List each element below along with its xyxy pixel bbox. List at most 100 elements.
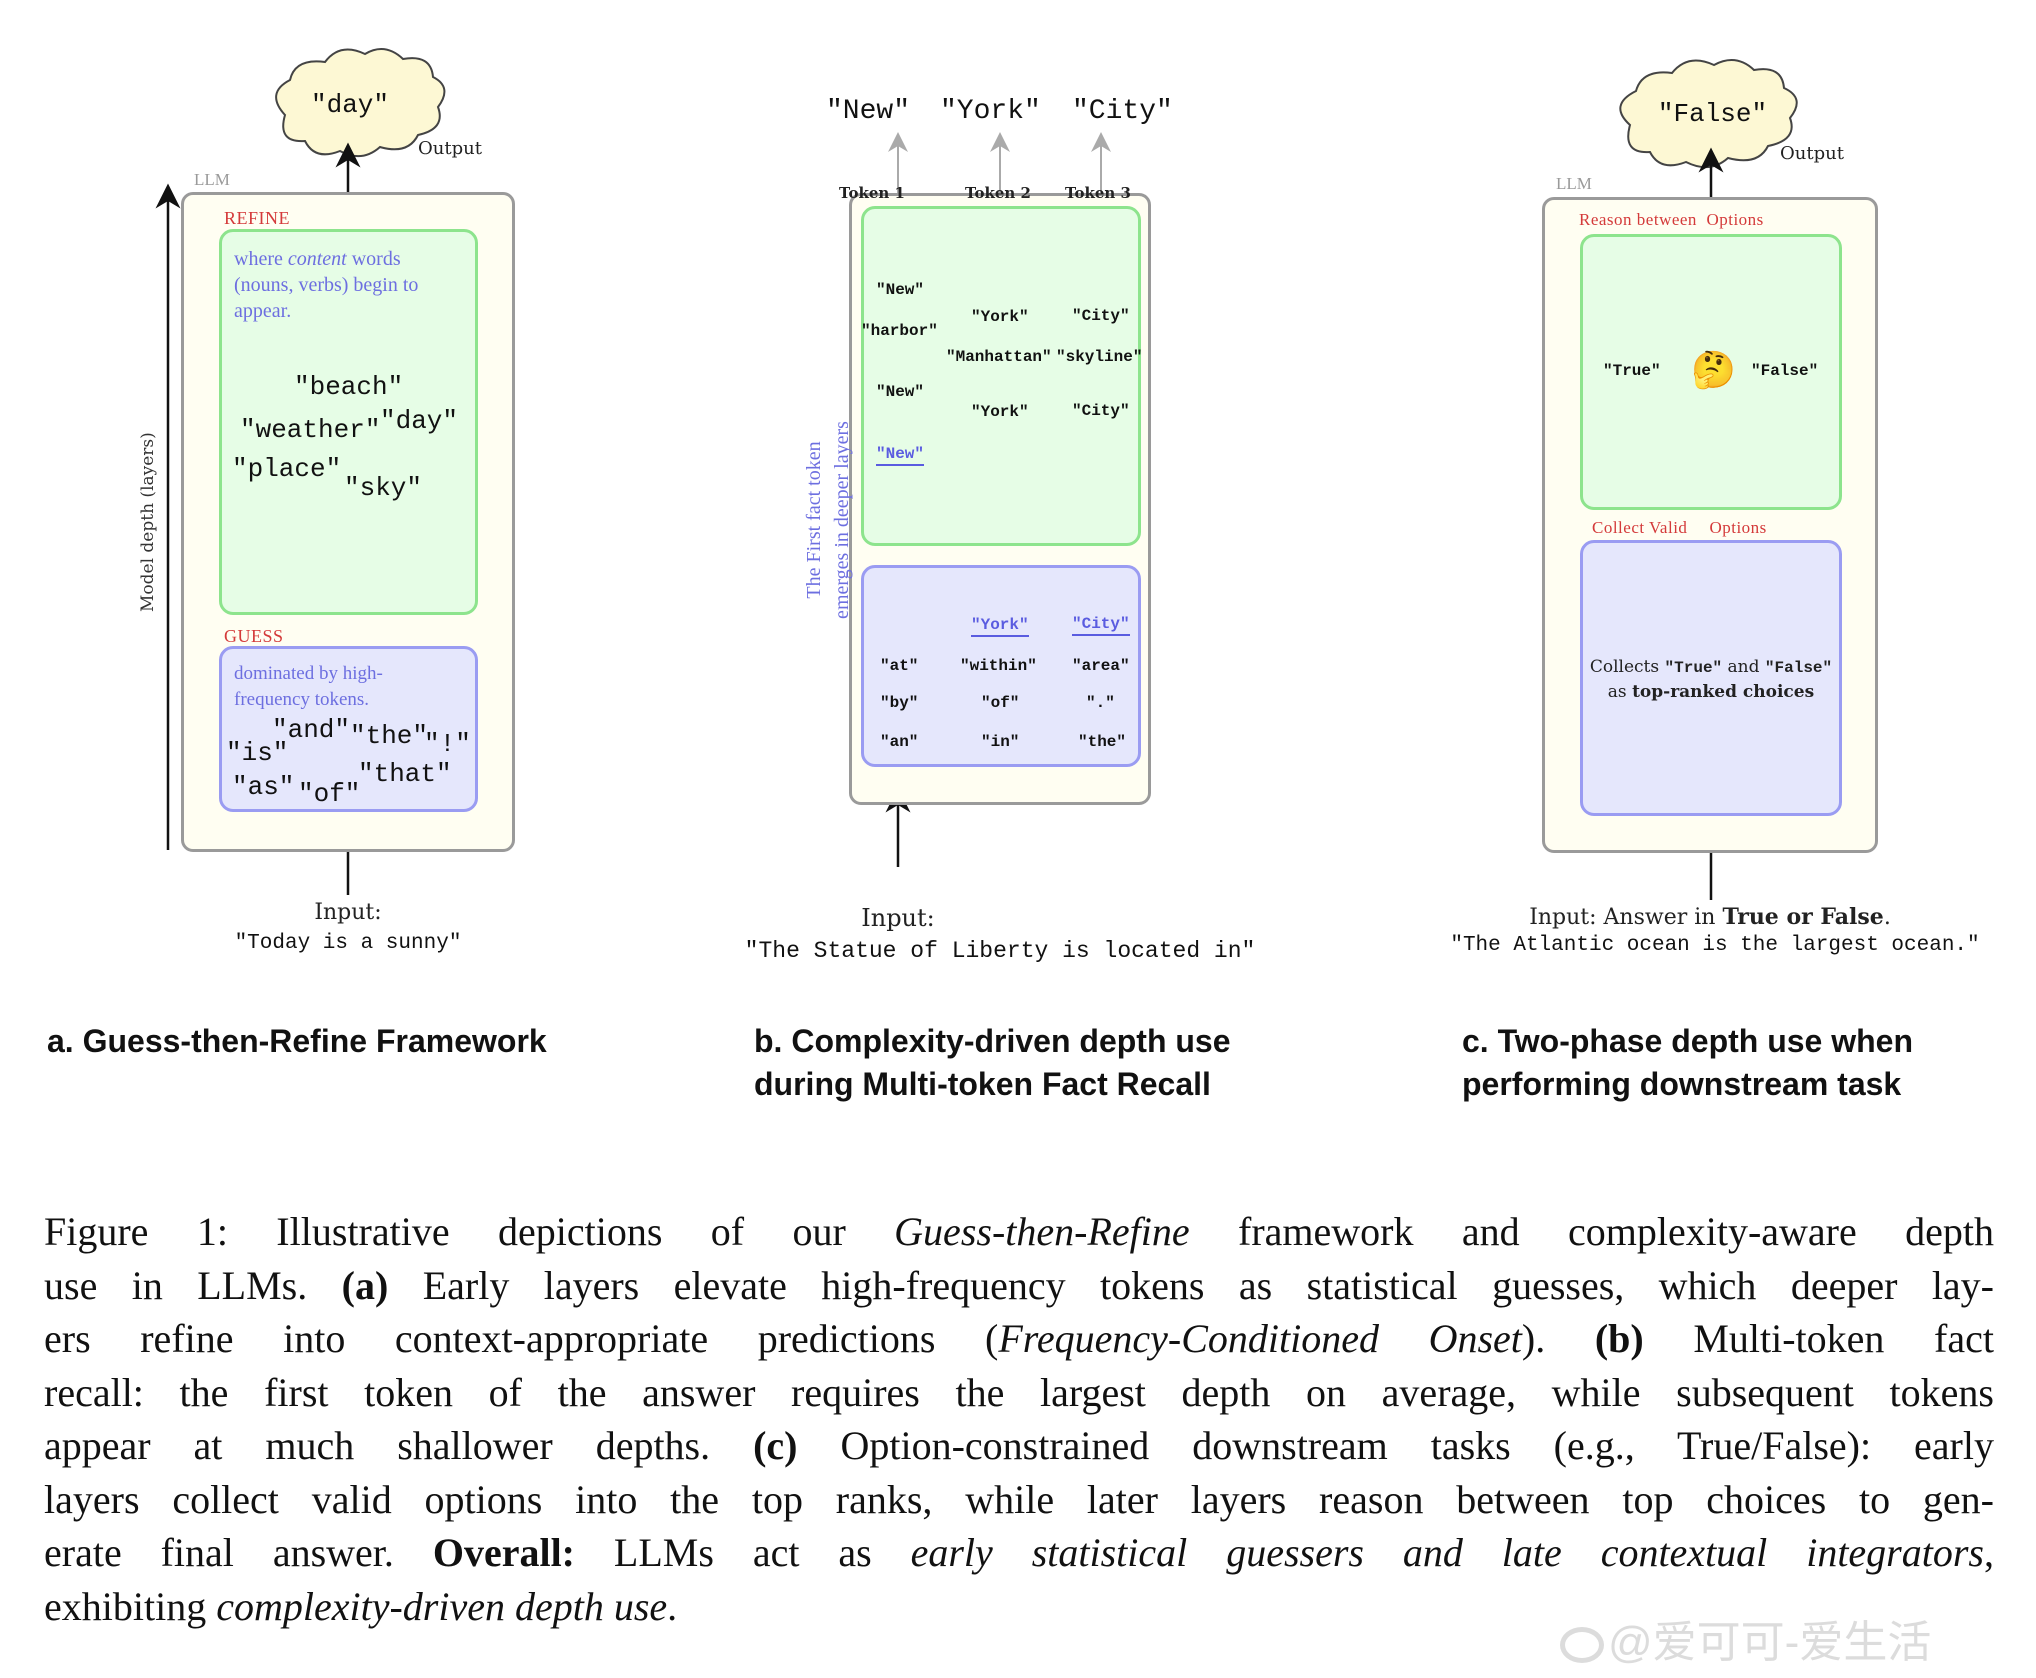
guess-token: "is": [226, 738, 289, 768]
green-region-b: [861, 206, 1141, 546]
weibo-icon: [1560, 1627, 1604, 1664]
guess-box: dominated by high-frequency tokens. "and…: [219, 646, 478, 812]
emergence-token-1: "New": [876, 445, 925, 466]
output-token-c: "False": [1657, 99, 1768, 129]
green-token: "skyline": [1056, 348, 1143, 366]
caption-emphasis: Guess-then-Refine: [894, 1209, 1190, 1254]
output-label-a: Output: [418, 138, 482, 159]
subcaption-c-line2: performing downstream task: [1462, 1066, 1902, 1102]
caption-emphasis: early statistical guessers and late cont…: [910, 1530, 1984, 1575]
output-token-a: "day": [310, 90, 389, 120]
blue-token: "the": [1078, 733, 1127, 751]
caption-line: ers refine into context-appropriate pred…: [44, 1312, 1994, 1366]
emergence-note: The First fact token emerges in deeper l…: [803, 421, 853, 619]
llm-label-a: LLM: [194, 170, 230, 189]
llm-label-c: LLM: [1556, 174, 1592, 193]
guess-token: "of": [298, 779, 361, 809]
caption-text: Option-constrained downstream tasks (e.g…: [797, 1423, 1994, 1468]
caption-line: erate final answer. Overall: LLMs act as…: [44, 1526, 1994, 1580]
subcaption-b-line2: during Multi-token Fact Recall: [754, 1066, 1211, 1102]
token-header: Token 1: [839, 184, 905, 202]
blue-token: "of": [981, 694, 1020, 712]
refine-note: where content words (nouns, verbs) begin…: [234, 248, 419, 322]
blue-token: "an": [880, 733, 919, 751]
subcaption-b-line1: b. Complexity-driven depth use: [754, 1023, 1231, 1059]
output-token-b: "New": [826, 96, 911, 127]
guess-note: dominated by high-frequency tokens.: [234, 663, 383, 710]
input-label-b: Input:: [861, 904, 935, 932]
caption-text: exhibiting: [44, 1583, 217, 1629]
caption-text: ).: [1521, 1316, 1595, 1361]
token-header: Token 2: [965, 184, 1031, 202]
thinking-emoji-icon: 🤔: [1691, 350, 1736, 390]
caption-line: Figure 1: Illustrative depictions of our…: [44, 1205, 1994, 1259]
guess-token: "as": [232, 772, 295, 802]
input-text-a: "Today is a sunny": [234, 932, 462, 955]
output-token-b: "York": [940, 96, 1041, 127]
caption-line: appear at much shallower depths. (c) Opt…: [44, 1419, 1994, 1473]
caption-text: .: [667, 1583, 678, 1629]
blue-region-b: [861, 565, 1141, 767]
caption-text: ,: [1984, 1530, 1994, 1575]
depth-axis-label: Model depth (layers): [138, 432, 158, 612]
watermark: @爱可可-爱生活: [1560, 1606, 1931, 1670]
output-label-c: Output: [1780, 143, 1844, 164]
guess-token: "!": [424, 729, 471, 759]
reason-label: Reason between Options: [1579, 210, 1764, 229]
green-token: "Manhattan": [946, 348, 1052, 366]
refine-token: "place": [232, 454, 342, 484]
blue-token: "by": [880, 694, 919, 712]
token-header: Token 3: [1065, 184, 1131, 202]
caption-text: appear at much shallower depths.: [44, 1423, 754, 1468]
caption-line: exhibiting complexity-driven depth use.: [44, 1580, 1994, 1634]
guess-token: "that": [358, 759, 452, 789]
collect-box: Collects "True" and "False" as top-ranke…: [1580, 540, 1842, 816]
blue-token: "in": [981, 733, 1020, 751]
refine-box: where content words (nouns, verbs) begin…: [219, 229, 478, 615]
caption-text: use in LLMs.: [44, 1262, 342, 1308]
green-token: "New": [876, 383, 925, 401]
refine-label: REFINE: [224, 208, 290, 228]
option-true: "True": [1603, 362, 1661, 380]
blue-token: "at": [880, 657, 919, 675]
caption-emphasis: Frequency-Conditioned Onset: [998, 1316, 1522, 1361]
green-token: "New": [876, 281, 925, 299]
emergence-token-3: "City": [1072, 615, 1130, 636]
guess-token: "and": [272, 715, 351, 745]
subcaption-a: a. Guess-then-Refine Framework: [47, 1023, 547, 1059]
green-token: "harbor": [861, 322, 938, 340]
caption-text: Early layers elevate high-frequency toke…: [388, 1262, 1995, 1308]
caption-line: use in LLMs. (a) Early layers elevate hi…: [44, 1259, 1994, 1313]
refine-token: "beach": [294, 372, 404, 402]
caption-text: layers collect valid options into the to…: [44, 1476, 1994, 1522]
refine-token: "day": [380, 406, 459, 436]
reason-box: [1580, 234, 1842, 510]
blue-token: "area": [1072, 657, 1130, 675]
guess-token: "the": [350, 721, 429, 751]
caption-bold: (b): [1594, 1316, 1644, 1361]
green-token: "City": [1072, 307, 1130, 325]
green-token: "York": [971, 403, 1029, 421]
caption-text: Multi-token fact: [1643, 1316, 1994, 1361]
green-token: "York": [971, 308, 1029, 326]
caption-text: recall: the first token of the answer re…: [44, 1369, 1994, 1415]
caption-text: LLMs act as: [575, 1530, 911, 1575]
caption-emphasis: complexity-driven depth use: [216, 1583, 668, 1629]
caption-text: Figure 1: Illustrative depictions of our: [44, 1209, 895, 1254]
caption-bold: (c): [753, 1423, 798, 1468]
caption-text: erate final answer.: [44, 1530, 433, 1575]
green-token: "City": [1072, 402, 1130, 420]
output-token-b: "City": [1072, 96, 1173, 127]
blue-token: "within": [960, 657, 1037, 675]
input-label-c: Input: Answer in True or False.: [1529, 904, 1891, 930]
caption-line: recall: the first token of the answer re…: [44, 1366, 1994, 1420]
option-false: "False": [1751, 362, 1819, 380]
subcaption-c-line1: c. Two-phase depth use when: [1462, 1023, 1914, 1059]
caption-bold: Overall:: [432, 1530, 575, 1575]
emergence-token-2: "York": [971, 616, 1029, 637]
input-text-c: "The Atlantic ocean is the largest ocean…: [1450, 934, 1980, 957]
blue-token: ".": [1086, 694, 1115, 712]
refine-token: "sky": [344, 473, 423, 503]
input-text-b: "The Statue of Liberty is located in": [744, 938, 1256, 964]
